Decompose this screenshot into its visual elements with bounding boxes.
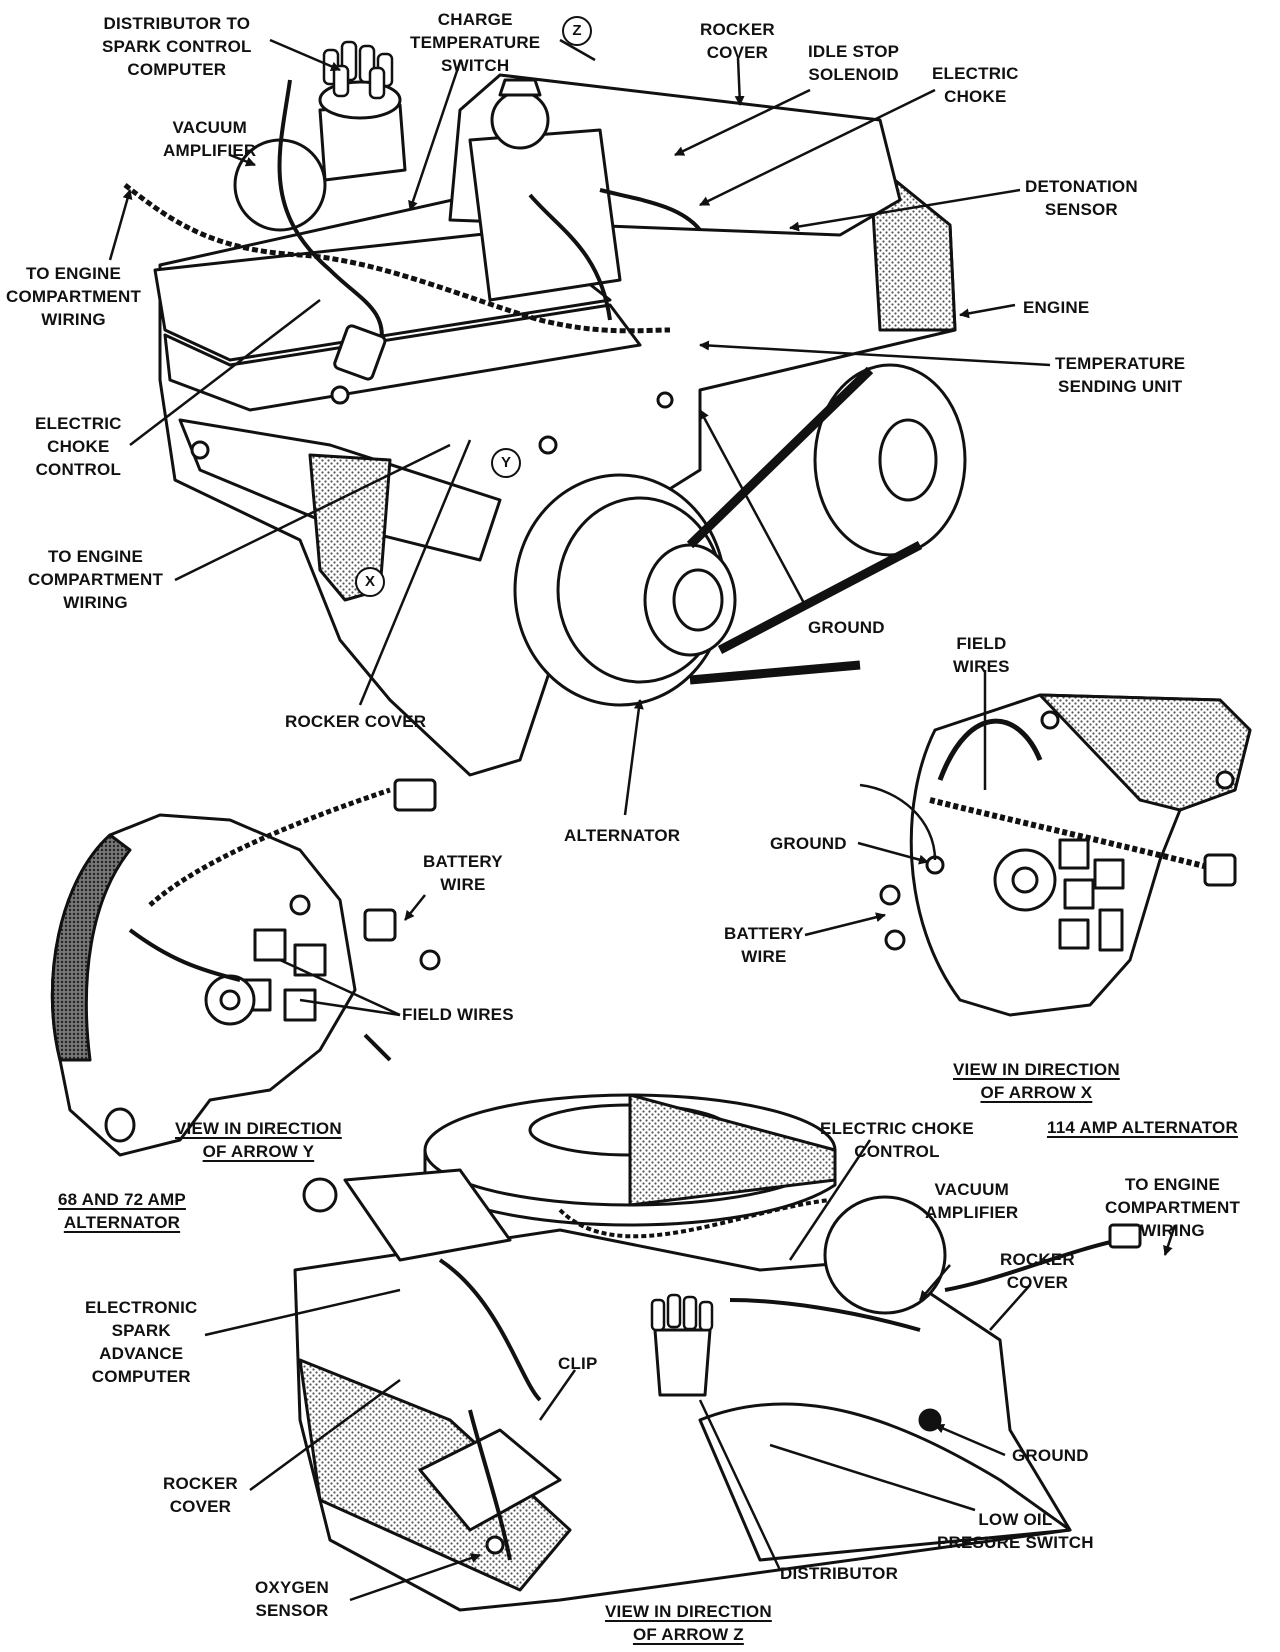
arrow-y-marker: Y	[491, 448, 521, 478]
label-ground-bottom: GROUND	[1012, 1446, 1089, 1465]
label-clip: CLIP	[558, 1354, 598, 1373]
label-ground-x: GROUND	[770, 834, 847, 853]
label-rocker-cover-mid: ROCKER COVER	[285, 712, 427, 731]
label-vacuum-amplifier-top: VACUUM AMPLIFIER	[163, 118, 257, 160]
label-battery-wire-x: BATTERY WIRE	[724, 924, 804, 966]
arrow-z-marker: Z	[562, 16, 592, 46]
alternator-view-x	[859, 693, 1252, 1017]
label-battery-wire-y: BATTERY WIRE	[423, 852, 503, 894]
label-rocker-cover-top: ROCKER COVER	[700, 20, 775, 62]
leader-lines	[108, 38, 1177, 1602]
label-alternator: ALTERNATOR	[564, 826, 681, 845]
engine-illustration	[123, 40, 967, 777]
label-electronic-spark-advance-computer: ELECTRONIC SPARK ADVANCE COMPUTER	[85, 1298, 198, 1386]
label-temperature-sending-unit: TEMPERATURE SENDING UNIT	[1055, 354, 1186, 396]
label-distributor: DISTRIBUTOR	[780, 1564, 899, 1583]
label-electric-choke: ELECTRIC CHOKE	[932, 64, 1019, 106]
alternator-view-y	[50, 778, 441, 1157]
label-ground-top: GROUND	[808, 618, 885, 637]
label-detonation-sensor: DETONATION SENSOR	[1025, 177, 1138, 219]
label-charge-temperature-switch: CHARGE TEMPERATURE SWITCH	[410, 10, 541, 75]
caption-view-arrow-x: VIEW IN DIRECTION OF ARROW X	[953, 1060, 1120, 1102]
label-to-engine-compartment-wiring-1: TO ENGINE COMPARTMENT WIRING	[6, 264, 142, 329]
caption-view-arrow-z: VIEW IN DIRECTION OF ARROW Z	[605, 1602, 772, 1644]
caption-view-arrow-y: VIEW IN DIRECTION OF ARROW Y	[175, 1119, 342, 1161]
label-idle-stop-solenoid: IDLE STOP SOLENOID	[808, 42, 900, 84]
label-vacuum-amplifier-bottom: VACUUM AMPLIFIER	[925, 1180, 1019, 1222]
label-rocker-cover-right: ROCKER COVER	[1000, 1250, 1075, 1292]
caption-68-72-amp-alternator: 68 AND 72 AMP ALTERNATOR	[58, 1190, 186, 1232]
label-electric-choke-control-bottom: ELECTRIC CHOKE CONTROL	[820, 1119, 974, 1161]
caption-114-amp-alternator: 114 AMP ALTERNATOR	[1047, 1118, 1238, 1137]
label-to-engine-compartment-wiring-3: TO ENGINE COMPARTMENT WIRING	[1105, 1175, 1241, 1240]
label-distributor-to-spark-computer: DISTRIBUTOR TO SPARK CONTROL COMPUTER	[102, 14, 252, 79]
label-rocker-cover-bottom: ROCKER COVER	[163, 1474, 238, 1516]
arrow-x-marker: X	[355, 567, 385, 597]
label-oxygen-sensor: OXYGEN SENSOR	[255, 1578, 329, 1620]
label-low-oil-pressure-switch: LOW OIL PRESURE SWITCH	[937, 1510, 1094, 1552]
label-to-engine-compartment-wiring-2: TO ENGINE COMPARTMENT WIRING	[28, 547, 164, 612]
label-field-wires-y: FIELD WIRES	[402, 1005, 514, 1024]
label-electric-choke-control-left: ELECTRIC CHOKE CONTROL	[35, 414, 122, 479]
label-field-wires-x: FIELD WIRES	[953, 634, 1010, 676]
label-engine: ENGINE	[1023, 298, 1090, 317]
